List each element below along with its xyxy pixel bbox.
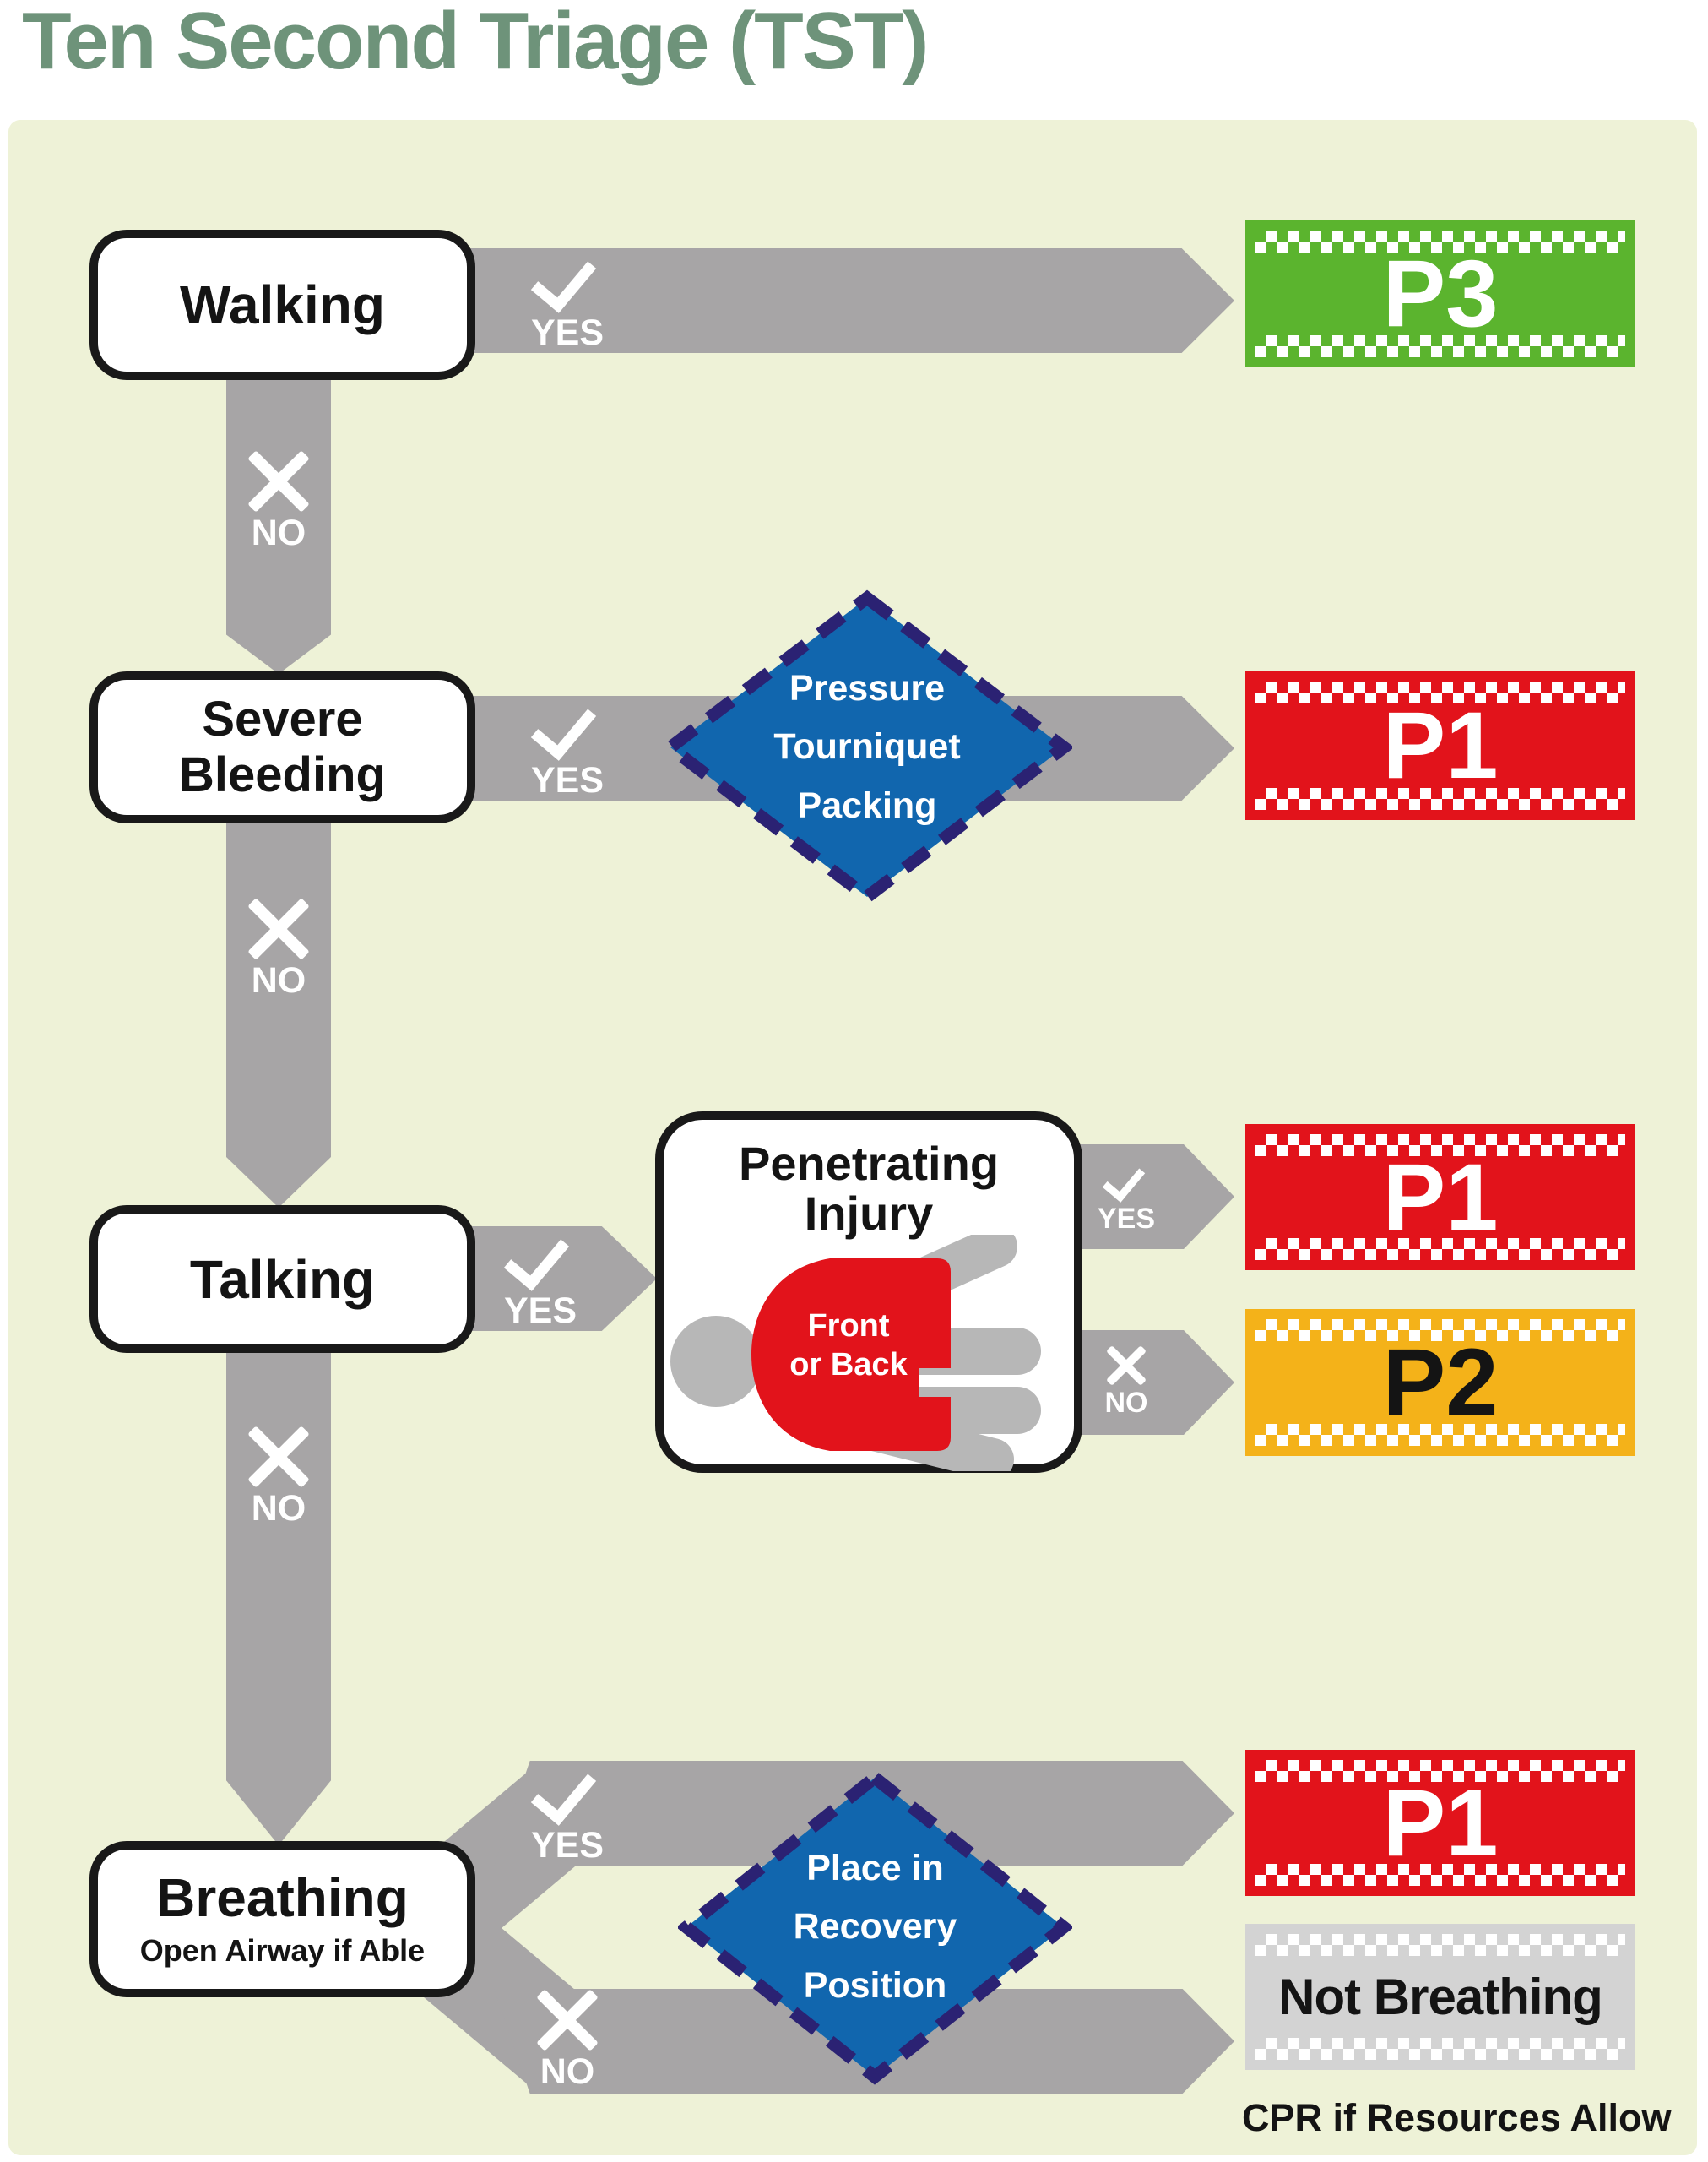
- recovery-position-line1: Place in: [806, 1847, 944, 1888]
- node-talking-label: Talking: [189, 1248, 376, 1310]
- bleeding-control-text: Pressure Tourniquet Packing: [662, 589, 1072, 905]
- node-breathing-label: Breathing: [156, 1866, 409, 1928]
- node-breathing-subtitle: Open Airway if Able: [139, 1932, 426, 1968]
- diamond-shape: [675, 1769, 1075, 2085]
- checker-border-top: [1255, 1134, 1625, 1156]
- checker-border-top: [1255, 682, 1625, 703]
- talking-yes-label-group: YES: [477, 1223, 604, 1331]
- no-label: NO: [1104, 1387, 1148, 1419]
- penetrating-injury-title-line2: Injury: [804, 1187, 934, 1241]
- badge-p2: P2: [1245, 1309, 1635, 1456]
- x-icon: [252, 1430, 306, 1484]
- yes-label: YES: [1097, 1202, 1156, 1235]
- bleeding-yes-label-group: YES: [500, 693, 635, 801]
- penetrating-yes-label-group: YES: [1097, 1157, 1156, 1235]
- checker-border-bottom: [1255, 2038, 1625, 2060]
- check-icon: [530, 693, 596, 761]
- badge-p1-penetrating-label: P1: [1382, 1143, 1499, 1250]
- badge-p1-penetrating: P1: [1245, 1124, 1635, 1270]
- torso-label-line1: Front: [807, 1308, 890, 1344]
- check-icon: [1102, 1157, 1146, 1203]
- badge-p1-bleeding-label: P1: [1382, 693, 1499, 798]
- bleeding-control-line2: Tourniquet: [773, 726, 961, 768]
- badge-p2-label: P2: [1382, 1329, 1499, 1435]
- no-label: NO: [251, 512, 306, 553]
- node-walking-label: Walking: [180, 274, 385, 335]
- check-icon: [503, 1223, 569, 1291]
- bleeding-control-line3: Packing: [797, 785, 937, 826]
- torso-label: Front or Back: [743, 1307, 954, 1384]
- yes-label: YES: [530, 1825, 605, 1866]
- badge-not-breathing: Not Breathing: [1245, 1924, 1635, 2070]
- yes-label: YES: [503, 1290, 577, 1331]
- bleeding-control-line1: Pressure: [789, 667, 946, 709]
- badge-p1-bleeding: P1: [1245, 671, 1635, 820]
- penetrating-injury-title-line1: Penetrating: [738, 1137, 1000, 1190]
- yes-label: YES: [530, 312, 605, 353]
- page-title: Ten Second Triage (TST): [22, 0, 929, 86]
- talking-no-label-group: NO: [213, 1393, 344, 1562]
- figure-torso: [751, 1258, 951, 1451]
- checker-border-top: [1255, 1319, 1625, 1341]
- badge-p1-breathing: P1: [1245, 1750, 1635, 1896]
- walking-yes-label-group: YES: [500, 245, 635, 353]
- node-severe-bleeding-line1: Severe: [202, 691, 363, 747]
- x-icon: [252, 902, 306, 956]
- checker-border-bottom: [1255, 1238, 1625, 1260]
- check-icon: [530, 245, 596, 313]
- cpr-footnote: CPR if Resources Allow: [1242, 2096, 1672, 2139]
- action-bleeding-control: Pressure Tourniquet Packing: [659, 589, 1075, 905]
- penetrating-no-label-group: NO: [1105, 1348, 1148, 1417]
- casualty-figure: [670, 1235, 1041, 1471]
- walking-no-label-group: NO: [213, 418, 344, 587]
- breathing-no-label-group: NO: [500, 1991, 635, 2092]
- no-label: NO: [251, 1487, 306, 1529]
- badge-p1-breathing-label: P1: [1382, 1769, 1499, 1876]
- action-recovery-position: Place in Recovery Position: [675, 1769, 1075, 2085]
- checker-border-top: [1255, 1760, 1625, 1782]
- x-icon: [1109, 1348, 1144, 1383]
- checker-border-bottom: [1255, 335, 1625, 357]
- recovery-position-line2: Recovery: [793, 1906, 957, 1947]
- badge-p3-label: P3: [1382, 241, 1499, 346]
- checker-border-bottom: [1255, 1424, 1625, 1446]
- arrow-walking-no: [226, 372, 331, 674]
- x-icon: [252, 454, 306, 508]
- recovery-position-text: Place in Recovery Position: [678, 1769, 1072, 2085]
- no-label: NO: [251, 959, 306, 1001]
- diamond-shape: [659, 589, 1075, 905]
- arrow-bleeding-no: [226, 818, 331, 1208]
- breathing-yes-label-group: YES: [500, 1757, 635, 1866]
- node-severe-bleeding-line2: Bleeding: [179, 747, 386, 802]
- arrow-walking-yes: [460, 248, 1234, 353]
- torso-label-line2: or Back: [789, 1346, 908, 1382]
- badge-p3: P3: [1245, 220, 1635, 367]
- no-label: NO: [540, 2051, 595, 2092]
- checker-border-bottom: [1255, 1864, 1625, 1886]
- check-icon: [530, 1757, 596, 1826]
- recovery-position-line3: Position: [803, 1964, 947, 2006]
- node-walking: Walking: [89, 230, 475, 380]
- yes-label: YES: [530, 760, 605, 801]
- x-icon: [540, 1993, 594, 2047]
- node-breathing: Breathing Open Airway if Able: [89, 1841, 475, 1997]
- node-talking: Talking: [89, 1205, 475, 1353]
- badge-not-breathing-label: Not Breathing: [1278, 1968, 1603, 2025]
- figure-head: [670, 1316, 762, 1407]
- checker-border-top: [1255, 1934, 1625, 1956]
- checker-border-bottom: [1255, 788, 1625, 810]
- checker-border-top: [1255, 231, 1625, 253]
- node-severe-bleeding: Severe Bleeding: [89, 671, 475, 823]
- bleeding-no-label-group: NO: [213, 866, 344, 1035]
